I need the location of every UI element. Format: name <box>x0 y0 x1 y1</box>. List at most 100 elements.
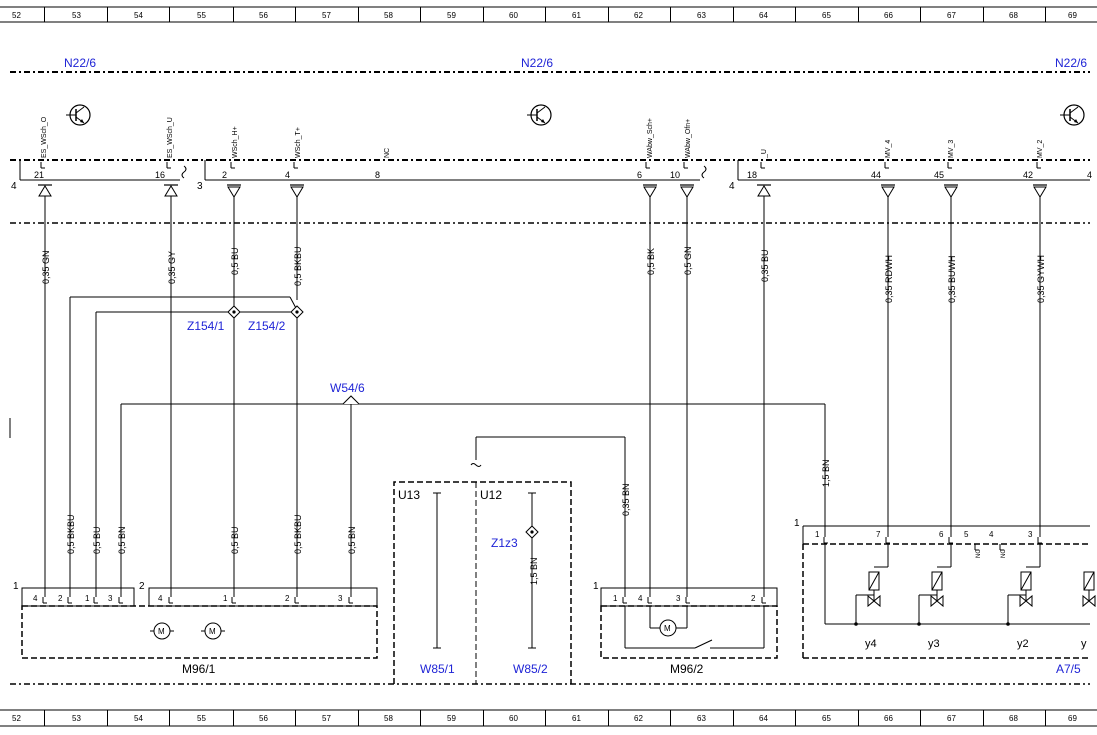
motor-icon: M <box>150 622 174 640</box>
ruler-num: 59 <box>447 11 456 20</box>
svg-text:MV_4: MV_4 <box>885 140 892 158</box>
valve-label: y <box>1081 638 1087 650</box>
pin-6: WAbw_Sch+ 6 0,5 BK <box>637 118 658 597</box>
ruler-num: 52 <box>12 714 21 723</box>
transistor-icon <box>526 104 552 126</box>
svg-text:4: 4 <box>989 530 994 539</box>
pin-45: MV_3 45 0,35 BUWH <box>934 140 959 537</box>
svg-text:1: 1 <box>613 594 618 603</box>
wire-label: 0,5 BKBU <box>293 246 303 286</box>
ruler-num: 67 <box>947 11 956 20</box>
splice-wires <box>69 296 298 597</box>
svg-text:45: 45 <box>934 170 944 180</box>
splice-icon <box>227 305 241 319</box>
wire-label: 0,35 GN <box>41 250 51 284</box>
svg-text:M: M <box>209 627 216 636</box>
ruler-num: 69 <box>1068 11 1077 20</box>
pin-42: MV_2 42 0,35 GYWH <box>1023 140 1048 537</box>
splice-label: Z154/1 <box>187 319 225 333</box>
valve-label: y4 <box>865 638 877 650</box>
svg-text:5: 5 <box>964 530 969 539</box>
svg-text:1: 1 <box>794 518 800 529</box>
ruler-num: 68 <box>1009 11 1018 20</box>
ruler-num: 64 <box>759 11 768 20</box>
svg-text:1: 1 <box>223 594 228 603</box>
component-label: A7/5 <box>1056 662 1081 676</box>
ruler-num: 65 <box>822 714 831 723</box>
ruler-num: 58 <box>384 11 393 20</box>
ruler-num: 55 <box>197 714 206 723</box>
svg-text:4: 4 <box>285 170 290 180</box>
wire-label: 0,5 BU <box>230 526 240 554</box>
wire-label: 0,35 BUWH <box>947 255 957 303</box>
ruler-num: 66 <box>884 714 893 723</box>
ruler-num: 55 <box>197 11 206 20</box>
ruler-num: 62 <box>634 11 643 20</box>
svg-text:1: 1 <box>815 530 820 539</box>
transistor-icon <box>65 104 91 126</box>
svg-text:4: 4 <box>158 594 163 603</box>
ground-label: W85/2 <box>513 662 548 676</box>
pin-4: WSch_T+ 4 0,5 BKBU <box>285 127 305 300</box>
ruler-num: 54 <box>134 714 143 723</box>
svg-text:2: 2 <box>58 594 63 603</box>
ground-point-label: W54/6 <box>330 381 365 395</box>
solenoid-valve-icon <box>1019 571 1033 607</box>
ground-label: W85/1 <box>420 662 455 676</box>
svg-text:3: 3 <box>676 594 681 603</box>
transistor-icon <box>1059 104 1085 126</box>
ruler-num: 58 <box>384 714 393 723</box>
ruler-num: 60 <box>509 714 518 723</box>
svg-text:2: 2 <box>285 594 290 603</box>
ruler-num: 63 <box>697 714 706 723</box>
svg-text:1: 1 <box>85 594 90 603</box>
component-label: M96/1 <box>182 662 216 676</box>
component-label: U12 <box>480 488 502 502</box>
svg-text:ES_WSch_U: ES_WSch_U <box>167 117 174 158</box>
ruler-num: 57 <box>322 714 331 723</box>
wire-label: 0,5 BN <box>347 526 357 554</box>
top-ruler: 52 53 54 55 56 57 58 59 60 61 62 63 64 6… <box>0 6 1097 23</box>
wire-label: 0,35 RDWH <box>884 255 894 303</box>
ground-block <box>393 436 626 684</box>
connector-number: 4 <box>11 181 17 192</box>
ruler-num: 65 <box>822 11 831 20</box>
bottom-ruler: 52 53 54 55 56 57 58 59 60 61 62 63 64 6… <box>0 709 1097 727</box>
wire-label: 0,5 BN <box>117 526 127 554</box>
svg-text:MV_3: MV_3 <box>948 140 955 158</box>
ruler-num: 57 <box>322 11 331 20</box>
svg-text:NC: NC <box>384 148 391 158</box>
valve-label: y3 <box>928 638 940 650</box>
solenoid-valve-icon <box>930 571 944 607</box>
ruler-num: 56 <box>259 11 268 20</box>
wire-label: 1,5 BN <box>529 557 539 585</box>
wire-label: 0,5 BU <box>230 247 240 275</box>
component-m96-2: 1 1 4 3 2 M <box>593 581 778 659</box>
control-unit-label: N22/6 <box>521 56 553 70</box>
svg-text:M: M <box>158 627 165 636</box>
svg-text:M: M <box>664 624 671 633</box>
svg-text:21: 21 <box>34 170 44 180</box>
motor-icon: M <box>659 619 677 637</box>
ruler-num: 62 <box>634 714 643 723</box>
component-label: M96/2 <box>670 662 704 676</box>
svg-text:1: 1 <box>13 581 19 592</box>
ruler-num: 54 <box>134 11 143 20</box>
svg-text:6: 6 <box>939 530 944 539</box>
component-a7-5: 1 1 7 6 5 NC 4 NC 3 <box>794 518 1096 659</box>
wire-label: 1,5 BN <box>821 459 831 487</box>
svg-text:2: 2 <box>751 594 756 603</box>
svg-text:4: 4 <box>638 594 643 603</box>
svg-text:4: 4 <box>33 594 38 603</box>
svg-text:ES_WSch_O: ES_WSch_O <box>41 116 48 158</box>
svg-text:16: 16 <box>155 170 165 180</box>
wire-label: 0,35 GY <box>167 251 177 284</box>
connector-number: 4 <box>729 181 735 192</box>
connector-strip <box>10 159 1090 181</box>
solenoid-valve-icon <box>1082 571 1096 607</box>
pin-21: ES_WSch_O 21 0,35 GN <box>34 116 53 597</box>
ruler-num: 63 <box>697 11 706 20</box>
splice-icon <box>290 305 304 319</box>
wire-label: 0,5 BK <box>646 248 656 275</box>
